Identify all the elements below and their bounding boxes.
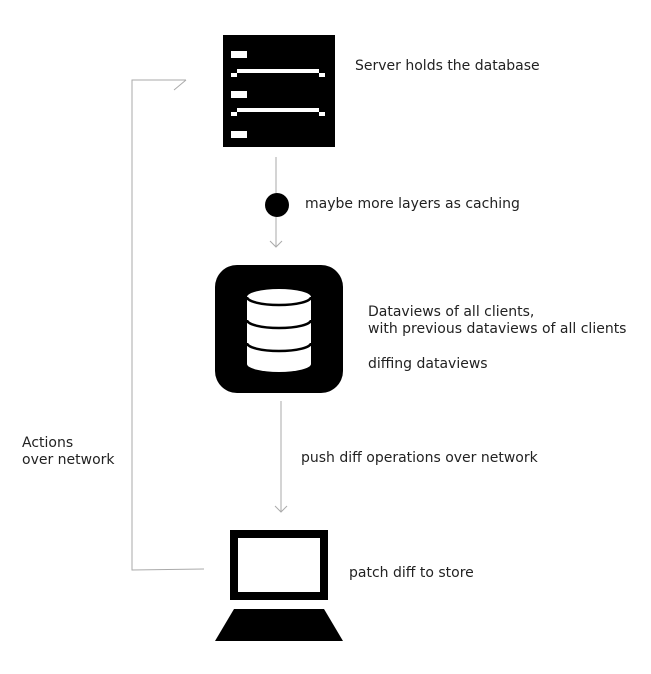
server-icon xyxy=(223,35,335,147)
database-to-client-arrow xyxy=(274,401,288,513)
cache-node-icon xyxy=(265,193,289,217)
server-label: Server holds the database xyxy=(355,58,540,74)
actions-label-line2: over network xyxy=(22,452,115,468)
push-diff-label: push diff operations over network xyxy=(301,450,538,466)
actions-label-line1: Actions xyxy=(22,435,74,451)
dataviews-label-line1: Dataviews of all clients, xyxy=(368,304,535,320)
diffing-label: diffing dataviews xyxy=(368,356,488,372)
dataviews-label-line2: with previous dataviews of all clients xyxy=(368,321,627,337)
actions-feedback-arrow xyxy=(131,79,205,571)
laptop-icon xyxy=(215,530,343,641)
database-icon xyxy=(215,265,343,393)
patch-diff-label: patch diff to store xyxy=(349,565,474,581)
caching-label: maybe more layers as caching xyxy=(305,196,520,212)
